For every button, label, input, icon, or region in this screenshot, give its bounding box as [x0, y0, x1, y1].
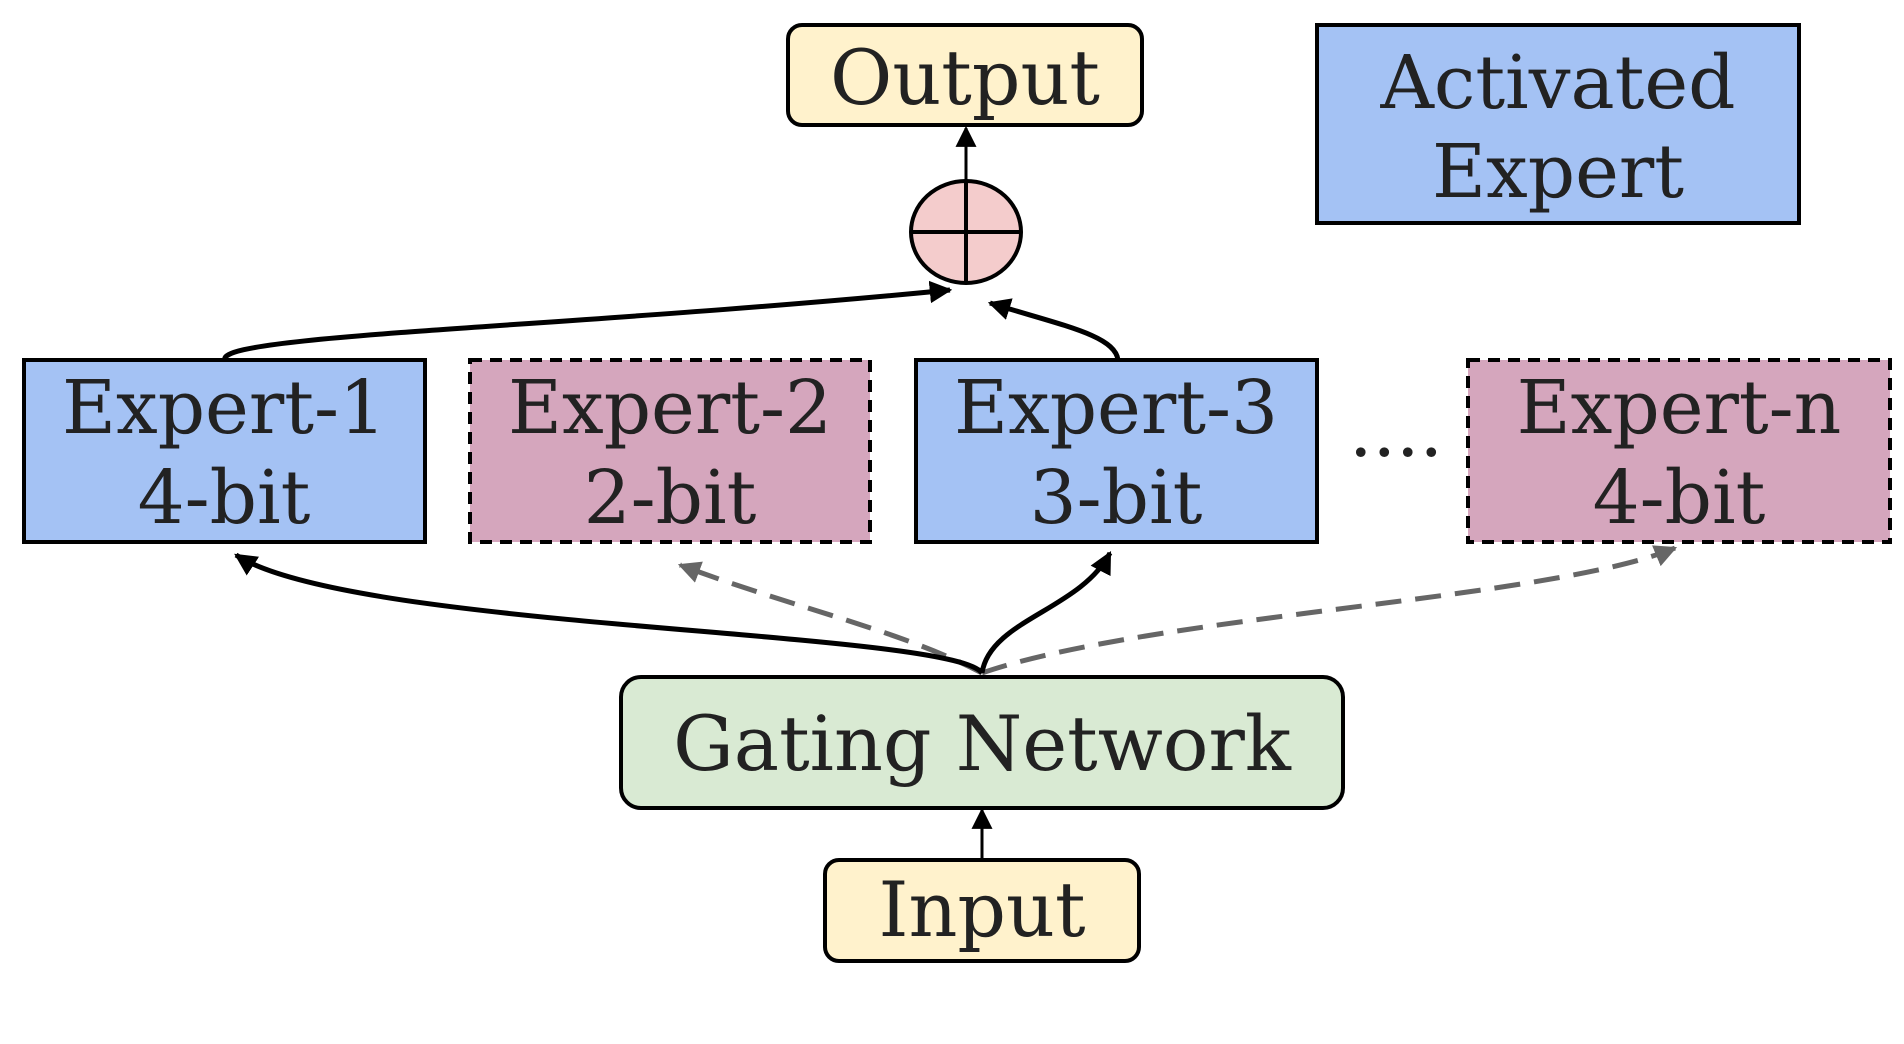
output-node: Output: [786, 23, 1144, 127]
edge-gating-to-expert3: [979, 551, 1113, 674]
gating-network-label: Gating Network: [673, 699, 1292, 788]
expert-n-bits: 4-bit: [1593, 455, 1766, 541]
expert-2-name: Expert-2: [508, 365, 832, 451]
expert-1: Expert-1 4-bit: [22, 358, 427, 544]
expert-ellipsis: ....: [1349, 388, 1443, 474]
expert-n: Expert-n 4-bit: [1466, 358, 1892, 544]
input-label: Input: [878, 865, 1085, 954]
legend-swatch: [1315, 23, 1801, 225]
expert-3-box: [914, 358, 1319, 544]
gating-network-node: Gating Network: [619, 675, 1345, 810]
edge-gating-to-expert1: [234, 552, 984, 675]
legend: Activated Expert: [1315, 23, 1801, 225]
expert-3-bits: 3-bit: [1030, 455, 1203, 541]
expert-1-box: [22, 358, 427, 544]
sum-node: [909, 179, 1023, 285]
edge-gating-to-expertn: [981, 545, 1678, 676]
input-node: Input: [823, 858, 1141, 963]
expert-1-bits: 4-bit: [138, 455, 311, 541]
expert-1-name: Expert-1: [62, 365, 386, 451]
output-label: Output: [830, 33, 1100, 122]
expert-2-box: [468, 358, 872, 544]
expert-n-name: Expert-n: [1517, 365, 1842, 451]
expert-2-bits: 2-bit: [584, 455, 757, 541]
legend-line1: Activated: [1379, 40, 1735, 126]
expert-3: Expert-3 3-bit: [914, 358, 1319, 544]
output-box: [786, 23, 1144, 127]
expert-2: Expert-2 2-bit: [468, 358, 872, 544]
legend-line2: Expert: [1432, 129, 1684, 215]
expert-n-box: [1466, 358, 1892, 544]
gating-network-box: [619, 675, 1345, 810]
edge-expert3-to-sum: [987, 298, 1121, 361]
input-box: [823, 858, 1141, 963]
expert-3-name: Expert-3: [954, 365, 1278, 451]
edge-expert1-to-sum: [222, 280, 953, 361]
